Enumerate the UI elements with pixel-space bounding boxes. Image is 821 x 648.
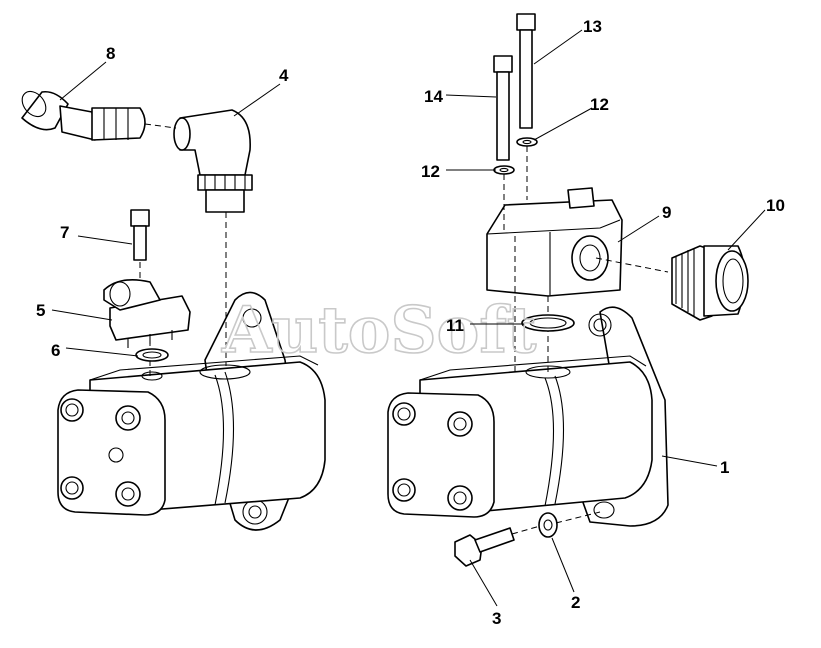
part-12-washer-upper: [516, 137, 538, 147]
callout-8: 8: [106, 44, 115, 63]
part-7-bolt: [130, 209, 150, 261]
left-bolt-head-tr: [115, 405, 141, 431]
callout-13: 13: [583, 17, 602, 36]
right-bolt-head-bl: [392, 478, 416, 502]
part-4-elbow-fitting: [173, 109, 253, 213]
callout-5: 5: [36, 301, 45, 320]
callout-10: 10: [766, 196, 785, 215]
callout-3: 3: [492, 609, 501, 628]
part-5-flange-fitting: [103, 279, 191, 348]
callout-1: 1: [720, 458, 729, 477]
callout-7: 7: [60, 223, 69, 242]
right-bolt-head-br: [447, 485, 473, 511]
part-3-bolt: [454, 527, 515, 567]
left-bolt-head-bl: [60, 476, 84, 500]
callout-14: 14: [424, 87, 443, 106]
callout-12-lower: 12: [421, 162, 440, 181]
watermark-text: AutoSoft: [221, 293, 537, 368]
part-14-bolt: [493, 55, 513, 161]
part-2-washer: [538, 512, 558, 538]
left-bolt-head-br: [115, 481, 141, 507]
callout-6: 6: [51, 341, 60, 360]
callout-leaders: [51, 29, 766, 607]
part-13-long-bolt: [516, 13, 536, 129]
part-10-threaded-adapter: [671, 245, 749, 321]
callout-12-upper: 12: [590, 95, 609, 114]
right-pump-assembly: [387, 306, 669, 527]
part-12-washer-lower: [493, 165, 515, 175]
part-6-seal-washer: [135, 348, 169, 362]
left-flange-hole: [242, 308, 262, 328]
right-bolt-head-tr: [447, 411, 473, 437]
right-bolt-head-tl: [392, 402, 416, 426]
part-11-o-ring: [521, 314, 575, 332]
left-end-plate-port: [108, 447, 124, 463]
callout-11: 11: [446, 316, 464, 335]
left-top-port: [199, 364, 251, 380]
part-8-angled-fitting: [21, 90, 146, 141]
callout-9: 9: [662, 203, 671, 222]
left-pump-assembly: [57, 291, 326, 531]
callout-4: 4: [279, 66, 289, 85]
callout-2: 2: [571, 593, 580, 612]
part-9-valve-block: [486, 187, 623, 297]
left-bolt-head-tl: [60, 398, 84, 422]
